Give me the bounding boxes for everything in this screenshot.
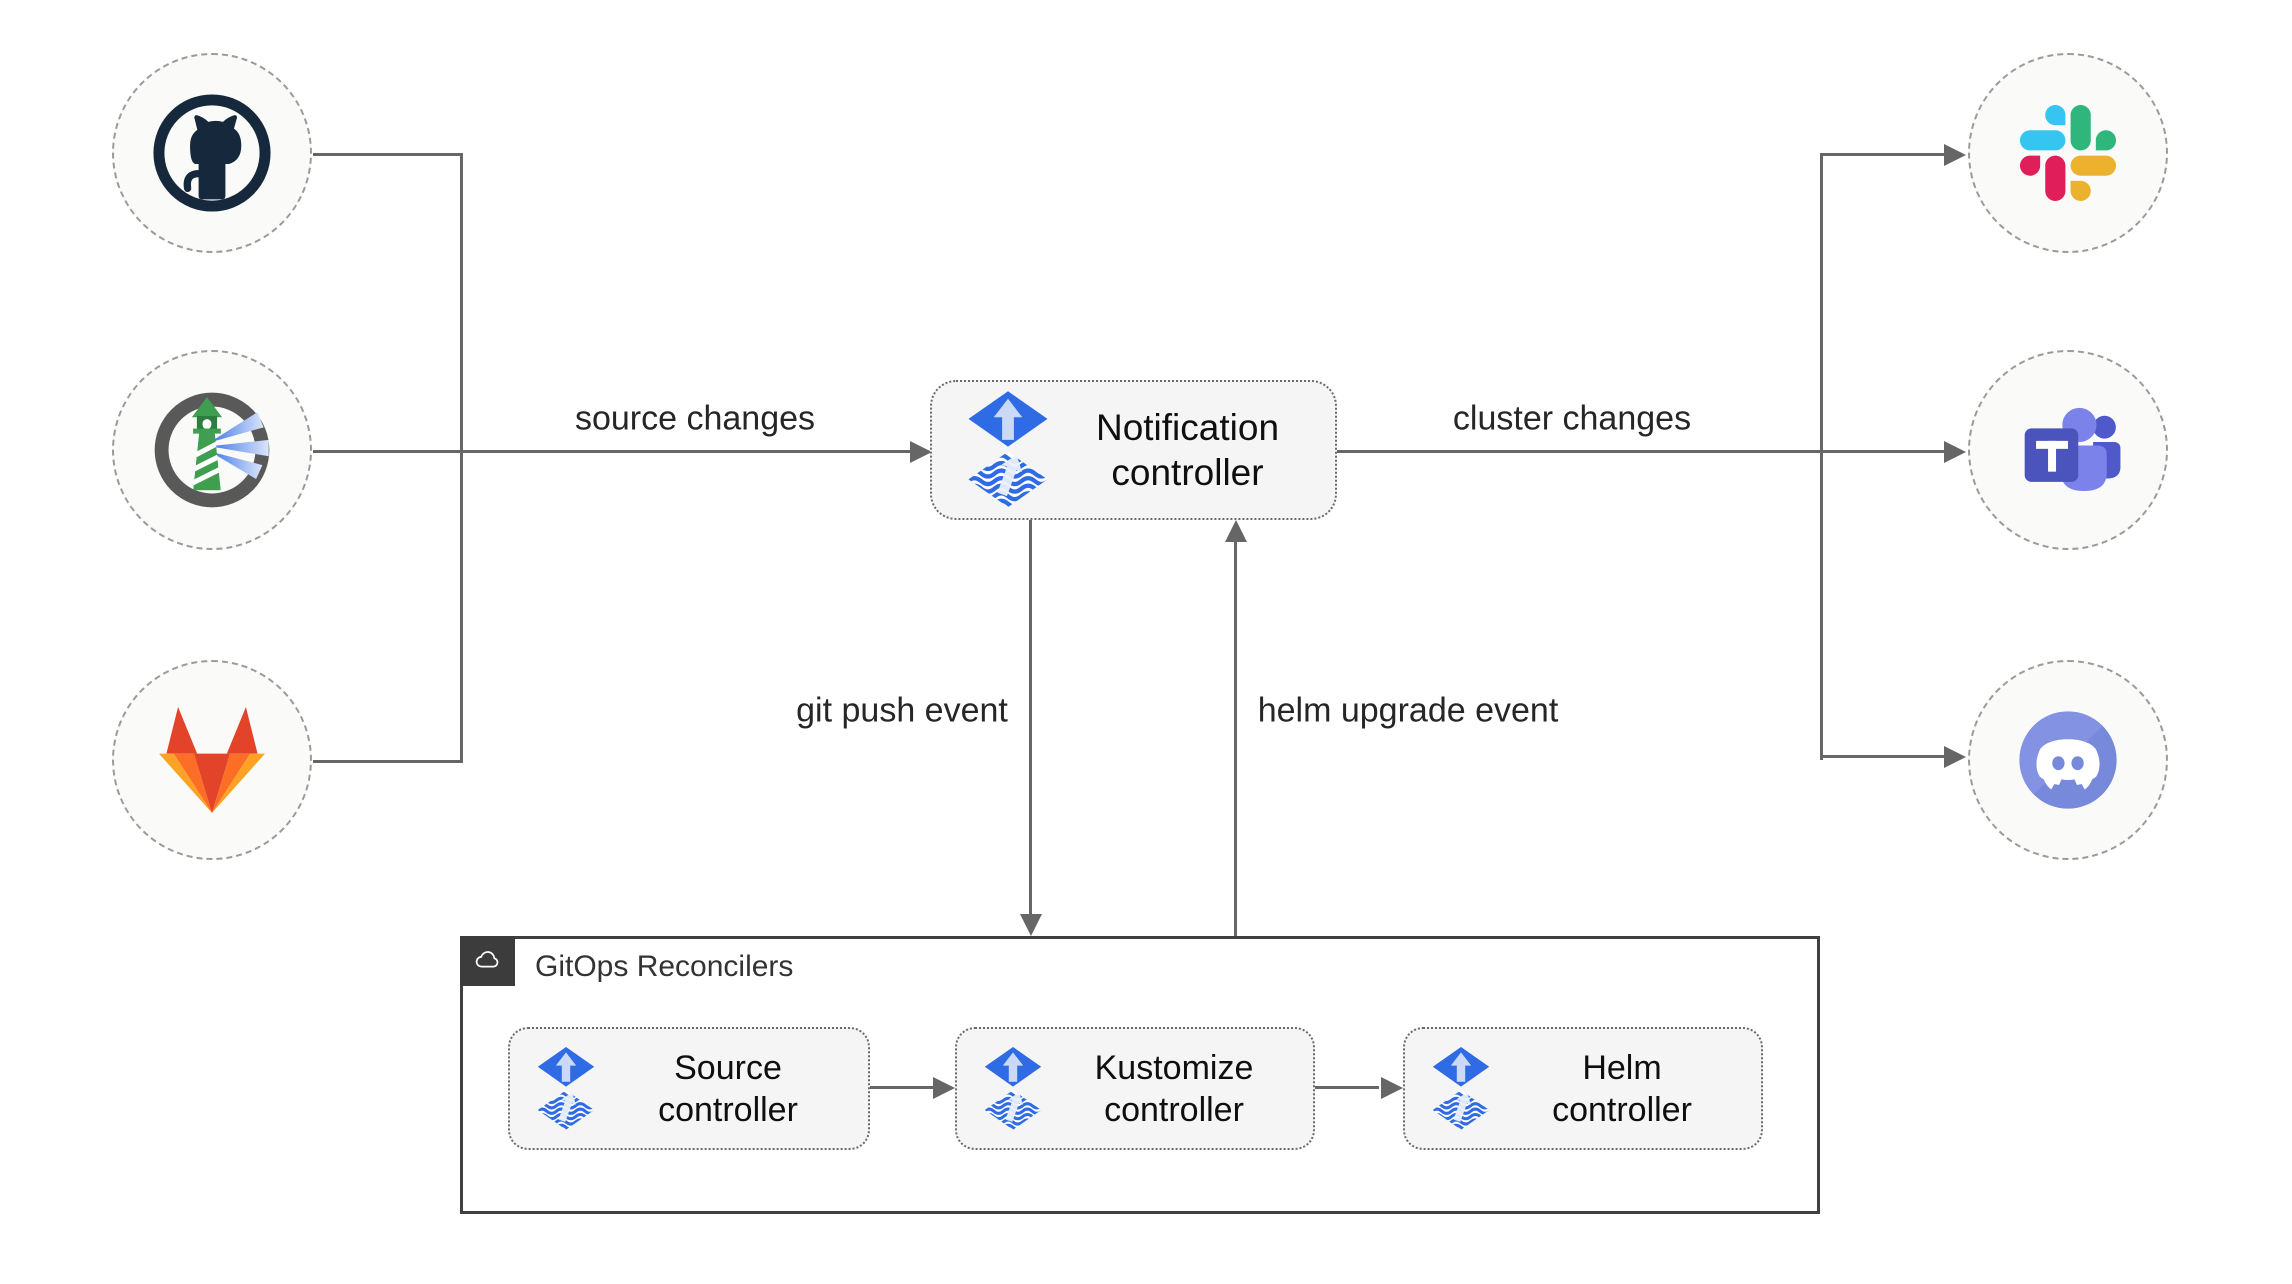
cloud-icon — [471, 946, 505, 976]
edge-label-helm-upgrade-event: helm upgrade event — [1257, 691, 1559, 730]
arrowhead-source-to-kustomize — [933, 1076, 955, 1099]
edge-to-teams-line — [1821, 450, 1945, 453]
flux-icon — [966, 391, 1050, 509]
left-junction-vertical — [460, 153, 463, 763]
kustomize-controller-label: Kustomize controller — [1094, 1048, 1254, 1129]
edge-gitlab-to-junction — [313, 760, 461, 763]
gitlab-icon — [159, 707, 265, 813]
notification-controller-label: Notification controller — [1095, 407, 1280, 493]
edge-github-to-junction — [313, 153, 461, 156]
edge-harbor-to-junction — [313, 450, 461, 453]
node-harbor — [112, 350, 312, 550]
edge-notification-to-junction — [1336, 450, 1822, 453]
slack-icon — [2020, 105, 2116, 201]
node-slack — [1968, 53, 2168, 253]
edge-source-changes-line — [461, 450, 911, 453]
gitops-reconcilers-container: GitOps Reconcilers Source controller Kus… — [460, 936, 1820, 1214]
edge-source-to-kustomize — [870, 1086, 934, 1089]
helm-controller-box: Helm controller — [1403, 1027, 1763, 1150]
edge-to-slack-line — [1821, 153, 1945, 156]
arrowhead-slack — [1944, 143, 1966, 166]
node-teams — [1968, 350, 2168, 550]
arrowhead-source-changes — [910, 440, 932, 463]
flux-icon — [536, 1047, 596, 1131]
edge-to-discord-line — [1821, 755, 1945, 758]
arrowhead-teams — [1944, 440, 1966, 463]
arrowhead-helm-upgrade — [1224, 520, 1247, 542]
edge-helm-upgrade-line — [1234, 541, 1237, 936]
gitops-reconcilers-title: GitOps Reconcilers — [535, 950, 794, 983]
node-discord — [1968, 660, 2168, 860]
arrowhead-discord — [1944, 745, 1966, 768]
edge-git-push-line — [1029, 519, 1032, 916]
harbor-icon — [149, 387, 275, 513]
github-icon — [151, 92, 273, 214]
discord-icon — [2004, 696, 2132, 824]
source-controller-label: Source controller — [658, 1048, 798, 1129]
node-github — [112, 53, 312, 253]
right-junction-vertical — [1820, 153, 1823, 760]
edge-label-source-changes: source changes — [574, 399, 816, 438]
teams-icon — [2011, 393, 2125, 507]
helm-controller-label: Helm controller — [1552, 1048, 1692, 1129]
source-controller-box: Source controller — [508, 1027, 870, 1150]
kustomize-controller-box: Kustomize controller — [955, 1027, 1315, 1150]
cloud-badge — [460, 936, 515, 986]
arrowhead-git-push — [1019, 914, 1042, 936]
edge-label-cluster-changes: cluster changes — [1452, 399, 1692, 438]
flux-icon — [1431, 1047, 1491, 1131]
node-gitlab — [112, 660, 312, 860]
flux-icon — [983, 1047, 1043, 1131]
edge-kustomize-to-helm — [1315, 1086, 1379, 1089]
arrowhead-kustomize-to-helm — [1381, 1076, 1403, 1099]
notification-controller-box: Notification controller — [930, 380, 1337, 520]
edge-label-git-push-event: git push event — [796, 691, 1008, 730]
